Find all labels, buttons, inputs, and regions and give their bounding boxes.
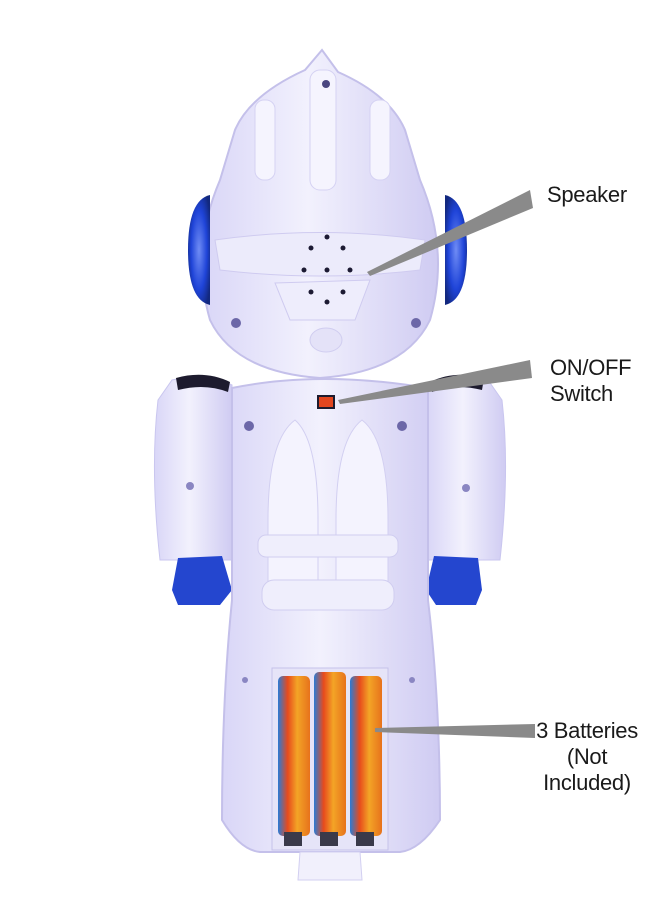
- left-ear-light: [188, 195, 210, 305]
- on-off-switch: [317, 395, 335, 409]
- switch-label-line1: ON/OFF: [550, 355, 632, 380]
- battery: [314, 672, 346, 836]
- speaker-pointer: [367, 190, 533, 276]
- robot-head: [201, 48, 439, 380]
- batteries-label-line1: 3 Batteries: [536, 718, 638, 743]
- batteries-label-line2: (Not Included): [543, 744, 631, 795]
- battery-compartment: [271, 667, 389, 881]
- batteries-pointer: [375, 724, 535, 738]
- right-ear-light: [445, 195, 467, 305]
- right-hand: [426, 556, 482, 605]
- speaker-holes: [301, 234, 353, 305]
- switch-label: ON/OFF Switch: [550, 355, 632, 407]
- speaker-label-text: Speaker: [547, 182, 627, 207]
- battery: [278, 676, 310, 836]
- switch-label-line2: Switch: [550, 381, 613, 406]
- left-hand: [172, 556, 232, 605]
- switch-pointer: [338, 360, 532, 404]
- speaker-label: Speaker: [547, 182, 627, 208]
- battery: [350, 676, 382, 836]
- batteries-label: 3 Batteries (Not Included): [522, 718, 652, 796]
